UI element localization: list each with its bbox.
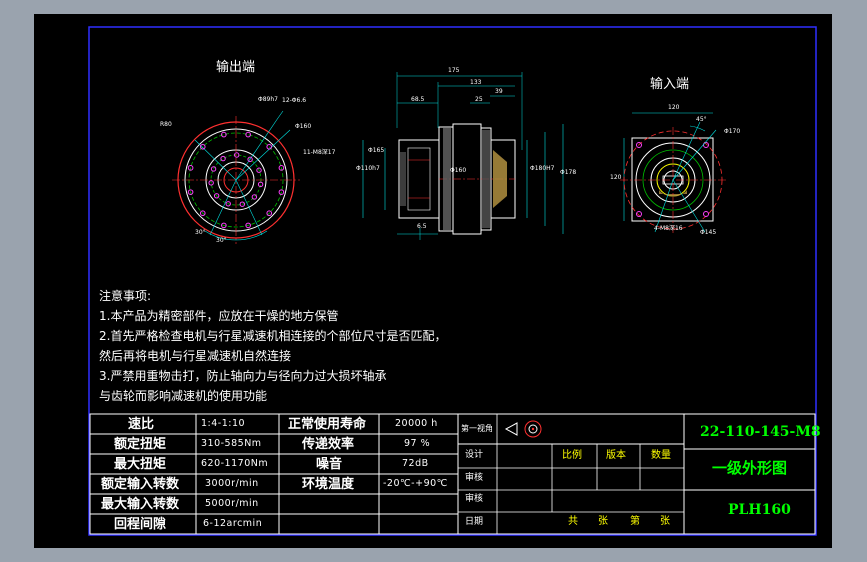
spec-value: 5000r/min: [205, 498, 259, 509]
spec-value: 3000r/min: [205, 478, 259, 489]
dim-label: Φ165: [368, 147, 385, 154]
spec-label: 额定扭矩: [114, 437, 167, 452]
drawing-frame: [88, 26, 817, 536]
design-label: 设计: [465, 450, 484, 460]
input-end-view: [620, 112, 726, 233]
bolt-hole: [245, 131, 251, 138]
note-line: 2.首先严格检查电机与行星减速机相连接的个部位尺寸是否匹配，: [99, 329, 447, 343]
quantity-label: 数量: [651, 450, 671, 461]
threaded-hole: [208, 180, 214, 186]
dim-label: Φ145: [700, 229, 717, 236]
bolt-hole: [266, 143, 273, 150]
dim-label: 30°: [195, 229, 206, 236]
spec-label: 噪音: [316, 457, 343, 472]
dim-label: Φ160: [295, 123, 312, 130]
bolt-hole: [245, 222, 251, 229]
review-label: 审核: [465, 473, 484, 483]
dim-label: 45°: [696, 116, 707, 123]
dim-label: Φ110h7: [356, 165, 380, 172]
dim-label: Φ160: [450, 167, 467, 174]
version-label: 版本: [606, 450, 626, 461]
input-end-label: 输入端: [650, 77, 690, 92]
threaded-hole: [256, 167, 262, 173]
threaded-hole: [233, 152, 240, 158]
output-end-label: 输出端: [216, 60, 256, 75]
bolt-hole: [278, 165, 285, 171]
spec-value: 97 %: [404, 438, 431, 449]
drawing-number: 22-110-145-M8: [700, 424, 821, 440]
dim-label: Φ178: [560, 169, 577, 176]
spec-value: 20000 h: [395, 418, 438, 429]
spec-value: 310-585Nm: [201, 438, 262, 449]
sheets-unit-label: 张: [598, 516, 608, 527]
bolt-hole: [278, 189, 285, 195]
date-label: 日期: [465, 517, 484, 527]
side-section-view: [362, 72, 564, 240]
notes-heading: 注意事项:: [99, 289, 152, 303]
spec-label: 最大扭矩: [114, 457, 167, 472]
bolt-hole: [187, 189, 194, 195]
dim-label: 4-M8深16: [654, 225, 683, 232]
threaded-hole: [239, 201, 246, 207]
spec-table: [89, 413, 459, 535]
note-line: 3.严禁用重物击打，防止轴向力与径向力过大损坏轴承: [99, 369, 387, 383]
spec-label: 环境温度: [302, 477, 355, 492]
sheet-no-label: 第: [630, 516, 640, 527]
bolt-hole: [187, 165, 194, 171]
dim-label: Φ180H7: [530, 165, 555, 172]
output-end-view: [172, 110, 300, 244]
dim-label: 175: [448, 67, 460, 74]
note-line: 1.本产品为精密部件，应放在干燥的地方保管: [99, 309, 339, 323]
threaded-hole: [225, 201, 231, 207]
dim-label: 133: [470, 79, 482, 86]
spec-label: 正常使用寿命: [288, 417, 367, 432]
sheet-unit-label: 张: [660, 516, 670, 527]
review-label: 审核: [465, 494, 484, 504]
dim-label: 11-M8深17: [303, 149, 336, 156]
bolt-hole: [199, 143, 206, 150]
spec-label: 额定输入转数: [101, 477, 180, 492]
projection-label: 第一视角: [461, 424, 493, 433]
dim-label: 39: [495, 88, 503, 95]
dim-label: 25: [475, 96, 483, 103]
dim-label: R80: [160, 121, 172, 128]
scale-label: 比例: [562, 450, 582, 461]
spec-label: 速比: [128, 417, 155, 432]
bolt-hole: [266, 210, 273, 217]
sheets-total-label: 共: [568, 516, 578, 527]
dim-label: 12-Φ6.6: [282, 97, 307, 104]
bolt-hole: [199, 210, 206, 217]
spec-value: -20℃-+90℃: [383, 478, 448, 489]
threaded-hole: [251, 194, 258, 200]
bolt-hole: [221, 222, 227, 229]
spec-value: 6-12arcmin: [203, 518, 263, 529]
title-block: [457, 413, 816, 535]
dim-label: Φ170: [724, 128, 741, 135]
dim-label: Φ89h7: [258, 96, 278, 103]
spec-value: 1:4-1:10: [201, 418, 246, 429]
threaded-hole: [220, 155, 226, 162]
dim-label: 120: [610, 174, 622, 181]
threaded-hole: [257, 181, 264, 188]
spec-value: 72dB: [402, 458, 429, 469]
note-line: 然后再将电机与行星减速机自然连接: [99, 349, 292, 363]
threaded-hole: [213, 193, 220, 199]
threaded-hole: [210, 166, 217, 172]
spec-label: 回程间隙: [114, 517, 167, 532]
dim-label: 120: [668, 104, 680, 111]
dim-label: 30°: [216, 237, 227, 244]
dim-label: 6.5: [417, 223, 427, 230]
dim-label: 68.5: [411, 96, 425, 103]
drawing-name: 一级外形图: [712, 459, 788, 477]
spec-label: 最大输入转数: [101, 497, 180, 512]
spec-label: 传递效率: [302, 437, 355, 452]
bolt-hole: [221, 131, 227, 138]
model-number: PLH160: [728, 502, 791, 518]
threaded-hole: [247, 156, 253, 163]
spec-value: 620-1170Nm: [201, 458, 269, 469]
note-line: 与齿轮而影响减速机的使用功能: [99, 389, 268, 403]
